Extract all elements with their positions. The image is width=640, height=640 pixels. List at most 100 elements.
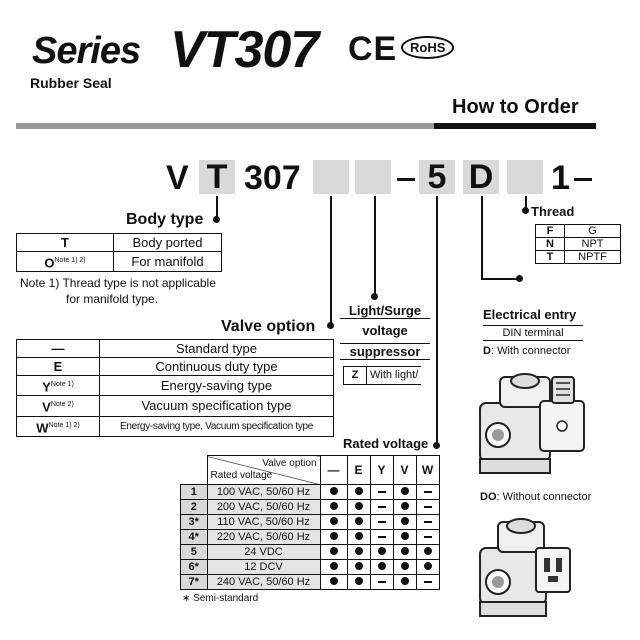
available-dot-icon: [400, 502, 409, 510]
available-dot-icon: [400, 562, 409, 570]
rohs-badge: RoHS: [401, 36, 455, 59]
table-row: Valve option Rated voltage — E Y V W: [181, 455, 440, 485]
valve-without-connector-image: [479, 518, 571, 617]
rated-voltage-corner: Valve option Rated voltage: [206, 455, 321, 485]
table-row: 3*110 VAC, 50/60 Hz: [180, 514, 440, 530]
available-dot-icon: [400, 487, 409, 495]
table-row: 4*220 VAC, 50/60 Hz: [180, 529, 440, 545]
valve-with-connector-image: [479, 373, 585, 474]
connector-body-type: [216, 196, 218, 220]
thread-title: Thread: [531, 204, 575, 219]
series-word: Series: [32, 30, 141, 72]
table-row: 6*12 DCV: [180, 559, 440, 575]
available-dot-icon: [329, 577, 338, 585]
available-dot-icon: [354, 517, 363, 525]
code-char-v: V: [166, 159, 189, 197]
unavailable-dash-icon: [423, 581, 432, 583]
table-row: YNote 1)Energy-saving type: [16, 374, 334, 397]
body-type-note: Note 1) Thread type is not applicable: [20, 276, 216, 290]
connector-do-label: DO: Without connector: [480, 491, 592, 503]
subtitle: Rubber Seal: [30, 75, 112, 91]
available-dot-icon: [354, 577, 363, 585]
body-type-table: T Body ported ONote 1) 2) For manifold: [16, 233, 222, 273]
available-dot-icon: [423, 562, 432, 570]
section-title: How to Order: [452, 96, 579, 118]
available-dot-icon: [400, 547, 409, 555]
available-dot-icon: [354, 562, 363, 570]
available-dot-icon: [377, 547, 386, 555]
available-dot-icon: [400, 532, 409, 540]
code-dash-1: [397, 178, 415, 181]
unavailable-dash-icon: [377, 506, 386, 508]
code-box-electrical-entry: D: [463, 160, 499, 194]
valve-option-title: Valve option: [221, 318, 316, 335]
code-box-rated-voltage: 5: [419, 160, 455, 194]
available-dot-icon: [329, 562, 338, 570]
available-dot-icon: [354, 502, 363, 510]
unavailable-dash-icon: [377, 521, 386, 523]
unavailable-dash-icon: [423, 536, 432, 538]
table-row: —Standard type: [16, 339, 334, 358]
unavailable-dash-icon: [423, 506, 432, 508]
connector-electrical: [481, 196, 483, 280]
connector-valve-option: [330, 196, 332, 326]
ce-mark-icon: CE: [348, 30, 398, 68]
body-type-title: Body type: [126, 211, 204, 228]
connector-rated-voltage: [436, 196, 438, 445]
rated-voltage-footnote: ∗ Semi-standard: [182, 593, 259, 604]
connector-d-label: D: With connector: [483, 345, 571, 357]
available-dot-icon: [354, 547, 363, 555]
available-dot-icon: [329, 487, 338, 495]
code-box-body-type: T: [199, 160, 235, 194]
code-box-surge: [355, 160, 391, 194]
code-dash-2: [574, 178, 592, 181]
table-row: VNote 2)Vacuum specification type: [16, 395, 334, 417]
code-char-307: 307: [244, 159, 301, 197]
surge-title-l1: Light/Surge: [340, 303, 430, 319]
available-dot-icon: [329, 547, 338, 555]
available-dot-icon: [329, 502, 338, 510]
available-dot-icon: [377, 562, 386, 570]
table-row: 7*240 VAC, 50/60 Hz: [180, 574, 440, 590]
available-dot-icon: [423, 547, 432, 555]
table-row: WNote 1) 2)Energy-saving type, Vacuum sp…: [16, 415, 334, 437]
code-box-thread: [507, 160, 543, 194]
unavailable-dash-icon: [377, 536, 386, 538]
electrical-entry-sub: DIN terminal: [483, 325, 583, 341]
available-dot-icon: [354, 487, 363, 495]
available-dot-icon: [329, 517, 338, 525]
available-dot-icon: [400, 577, 409, 585]
unavailable-dash-icon: [377, 581, 386, 583]
surge-title-l3: suppressor: [340, 343, 430, 360]
surge-title-l2: voltage: [362, 323, 408, 338]
code-char-1: 1: [551, 159, 570, 197]
model-name: VT307: [170, 21, 319, 79]
rated-voltage-title: Rated voltage: [343, 436, 429, 451]
table-row: T Body ported: [16, 233, 222, 252]
section-divider: [16, 123, 596, 129]
available-dot-icon: [400, 517, 409, 525]
code-box-valve-option: [313, 160, 349, 194]
available-dot-icon: [329, 532, 338, 540]
electrical-entry-title: Electrical entry: [483, 307, 577, 322]
unavailable-dash-icon: [377, 491, 386, 493]
unavailable-dash-icon: [423, 521, 432, 523]
body-type-note-cont: for manifold type.: [66, 292, 159, 306]
table-row: ONote 1) 2) For manifold: [16, 250, 222, 273]
unavailable-dash-icon: [423, 491, 432, 493]
connector-surge: [374, 196, 376, 296]
connector-thread: [525, 196, 527, 210]
available-dot-icon: [354, 532, 363, 540]
